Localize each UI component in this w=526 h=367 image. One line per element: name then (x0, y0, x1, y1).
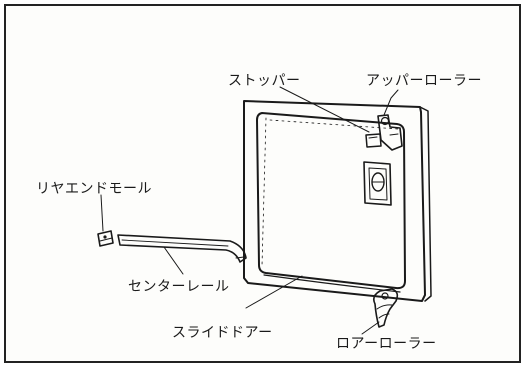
stopper-leader (279, 86, 370, 133)
center-rail-icon (117, 234, 247, 263)
center-rail-leader (163, 246, 184, 275)
lower-roller-label: ロアーローラー (336, 336, 437, 352)
rear-end-mould-label: リヤエンドモール (36, 181, 152, 197)
door-handle-icon (363, 161, 392, 206)
upper-roller-leader (383, 89, 399, 116)
slide-door-label: スライドドアー (172, 325, 273, 341)
slide-door-panel (243, 100, 432, 302)
center-rail-label: センターレール (128, 279, 230, 295)
upper-roller-label: アッパーローラー (366, 73, 482, 89)
upper-roller-icon (377, 114, 403, 151)
diagram-frame (4, 4, 521, 363)
slide-door-leader (245, 275, 303, 309)
stopper-icon (365, 133, 382, 148)
rear-end-mould-icon (97, 230, 114, 247)
leader-lines (100, 86, 399, 335)
stopper-label: ストッパー (228, 73, 301, 89)
rear-end-mould-leader (100, 194, 104, 232)
lower-roller-icon (373, 288, 399, 328)
lower-roller-leader (361, 321, 380, 335)
